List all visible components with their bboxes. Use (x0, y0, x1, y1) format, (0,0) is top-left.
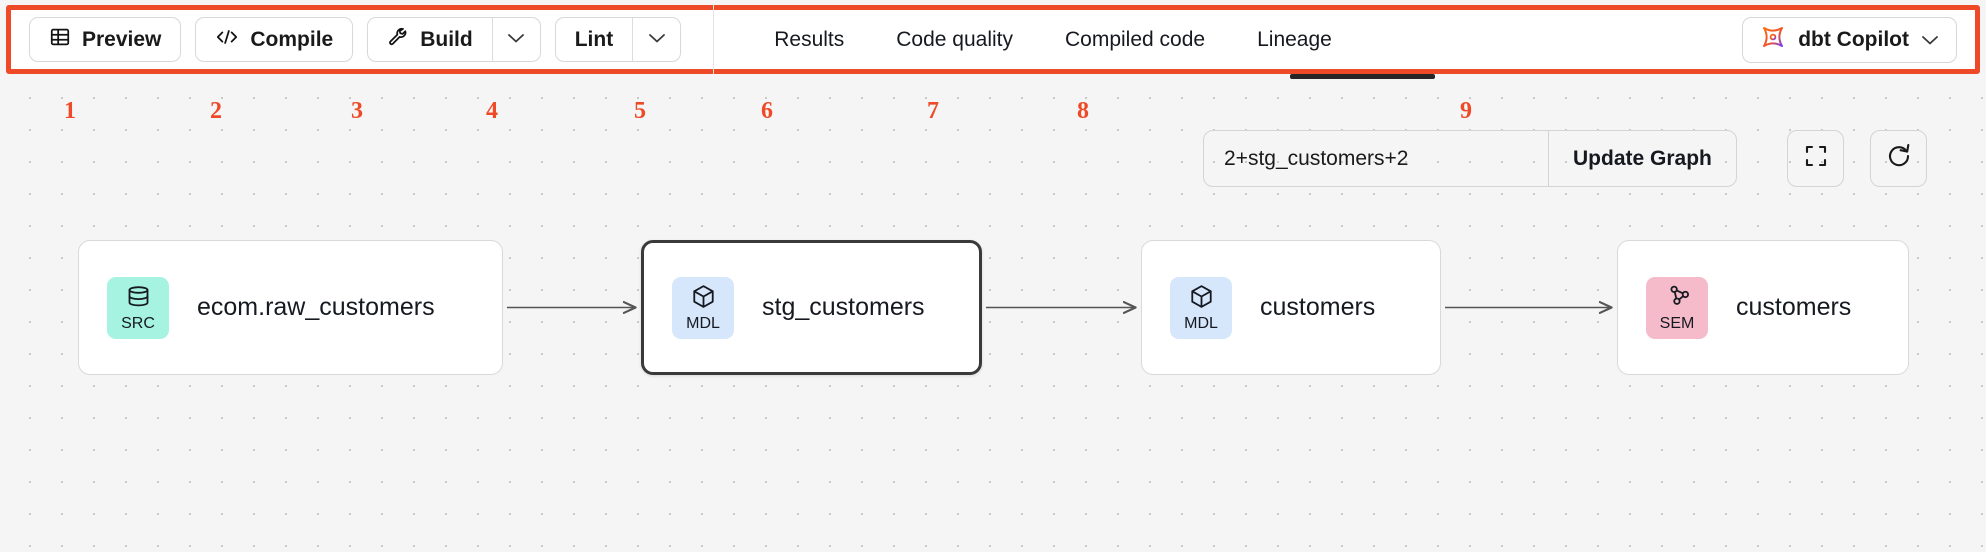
preview-button[interactable]: Preview (29, 17, 182, 62)
node-badge-sem: SEM (1646, 276, 1708, 339)
compile-button-label: Compile (250, 27, 334, 51)
node-badge-label: SRC (121, 315, 155, 332)
editor-toolbar: Preview Compile (6, 5, 1980, 74)
chevron-down-icon (648, 31, 666, 49)
tab-compiled-code[interactable]: Compiled code (1039, 10, 1231, 69)
node-badge-label: MDL (1184, 315, 1218, 332)
annotation-number-7: 7 (927, 98, 939, 124)
tab-results[interactable]: Results (748, 10, 870, 69)
dbt-copilot-button[interactable]: dbt Copilot (1742, 16, 1957, 63)
tab-code-quality[interactable]: Code quality (870, 10, 1039, 69)
toolbar-region: Preview Compile (0, 0, 1986, 80)
fullscreen-icon (1803, 143, 1829, 174)
lineage-node-sem-customers[interactable]: SEM customers (1617, 240, 1909, 375)
refresh-icon (1885, 142, 1913, 175)
tab-code-quality-label: Code quality (896, 27, 1013, 51)
cube-icon (1188, 283, 1215, 315)
annotation-number-8: 8 (1077, 98, 1089, 124)
database-icon (125, 283, 152, 315)
node-title: customers (1736, 293, 1852, 321)
preview-button-label: Preview (82, 27, 162, 51)
dbt-copilot-icon (1760, 24, 1786, 56)
build-split-button: Build (367, 17, 541, 62)
annotation-number-6: 6 (761, 98, 773, 124)
lineage-node-mdl-stg-customers[interactable]: MDL stg_customers (641, 240, 982, 375)
chevron-down-icon (507, 31, 525, 49)
compile-button[interactable]: Compile (195, 17, 354, 62)
lint-dropdown-toggle[interactable] (632, 18, 680, 61)
table-grid-icon (49, 26, 71, 54)
code-brackets-icon (215, 27, 239, 53)
result-panel-tabs: Results Code quality Compiled code Linea… (714, 10, 1358, 69)
node-badge-label: SEM (1659, 315, 1695, 332)
annotation-number-5: 5 (634, 98, 646, 124)
dbt-copilot-label: dbt Copilot (1798, 27, 1909, 51)
node-badge-mdl: MDL (672, 276, 734, 339)
lint-split-button: Lint (554, 17, 682, 62)
node-badge-src: SRC (107, 276, 169, 339)
toolbar-action-buttons: Preview Compile (11, 5, 715, 74)
toolbar-right-region: dbt Copilot (1742, 16, 1975, 63)
lineage-node-mdl-customers[interactable]: MDL customers (1141, 240, 1441, 375)
tab-results-label: Results (774, 27, 845, 51)
refresh-button[interactable] (1870, 130, 1927, 187)
node-badge-mdl: MDL (1170, 276, 1232, 339)
build-button-label: Build (420, 27, 473, 51)
tab-lineage[interactable]: Lineage (1231, 10, 1358, 69)
update-graph-label: Update Graph (1573, 146, 1712, 170)
active-tab-indicator (1290, 74, 1435, 79)
toolbar-divider (713, 5, 715, 74)
node-title: ecom.raw_customers (197, 293, 435, 321)
annotation-number-9: 9 (1460, 98, 1472, 124)
semantic-graph-icon (1664, 283, 1691, 315)
chevron-down-icon (1921, 28, 1939, 52)
build-dropdown-toggle[interactable] (491, 18, 540, 61)
wrench-icon (387, 26, 409, 54)
annotation-number-2: 2 (210, 98, 222, 124)
cube-icon (690, 283, 717, 315)
graph-selector-group: Update Graph (1203, 130, 1737, 187)
tab-compiled-code-label: Compiled code (1065, 27, 1206, 51)
build-button[interactable]: Build (368, 18, 492, 61)
graph-selector-input[interactable] (1204, 131, 1548, 186)
lint-button[interactable]: Lint (556, 18, 632, 61)
annotation-number-1: 1 (64, 98, 76, 124)
update-graph-button[interactable]: Update Graph (1548, 131, 1736, 186)
annotation-number-4: 4 (486, 98, 498, 124)
annotation-number-3: 3 (351, 98, 363, 124)
node-title: stg_customers (762, 293, 925, 321)
node-title: customers (1260, 293, 1376, 321)
lint-button-label: Lint (574, 27, 614, 51)
node-badge-label: MDL (686, 315, 720, 332)
lineage-node-src-ecom-raw-customers[interactable]: SRC ecom.raw_customers (78, 240, 503, 375)
tab-lineage-label: Lineage (1257, 27, 1332, 51)
fullscreen-button[interactable] (1787, 130, 1844, 187)
